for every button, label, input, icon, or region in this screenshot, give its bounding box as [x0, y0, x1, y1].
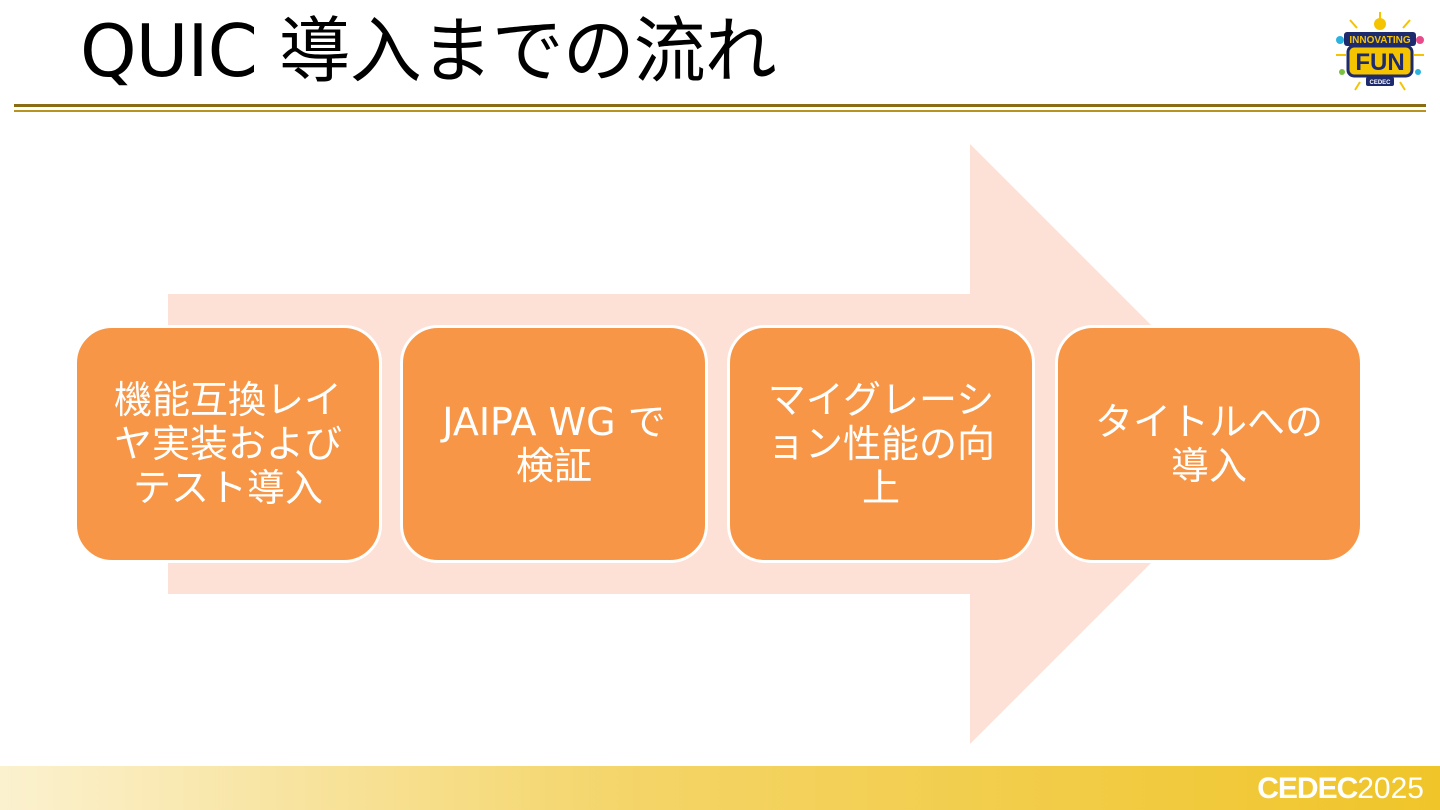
- innovating-fun-logo: INNOVATING FUN CEDEC: [1330, 10, 1430, 100]
- cedec-brand: CEDEC: [1257, 772, 1358, 805]
- svg-text:FUN: FUN: [1355, 49, 1404, 76]
- flow-step-3-label: マイグレーション性能の向上: [766, 378, 995, 510]
- footer-bar: CEDEC2025: [0, 766, 1440, 810]
- title-underline: [14, 104, 1426, 107]
- svg-text:CEDEC: CEDEC: [1369, 80, 1391, 86]
- svg-text:INNOVATING: INNOVATING: [1349, 35, 1411, 46]
- flow-step-2-label: JAIPA WG で検証: [442, 400, 666, 488]
- flow-step-1: 機能互換レイヤ実装およびテスト導入: [74, 325, 382, 563]
- cedec-logo: CEDEC2025: [1257, 772, 1424, 806]
- cedec-year: 2025: [1357, 772, 1424, 805]
- slide-title: QUIC 導入までの流れ: [80, 9, 777, 93]
- flow-step-4-label: タイトルへの導入: [1094, 400, 1323, 488]
- flow-step-2: JAIPA WG で検証: [400, 325, 708, 563]
- flow-step-3: マイグレーション性能の向上: [727, 325, 1035, 563]
- flow-step-1-label: 機能互換レイヤ実装およびテスト導入: [113, 378, 342, 510]
- title-underline-thin: [14, 110, 1426, 112]
- flow-step-4: タイトルへの導入: [1055, 325, 1363, 563]
